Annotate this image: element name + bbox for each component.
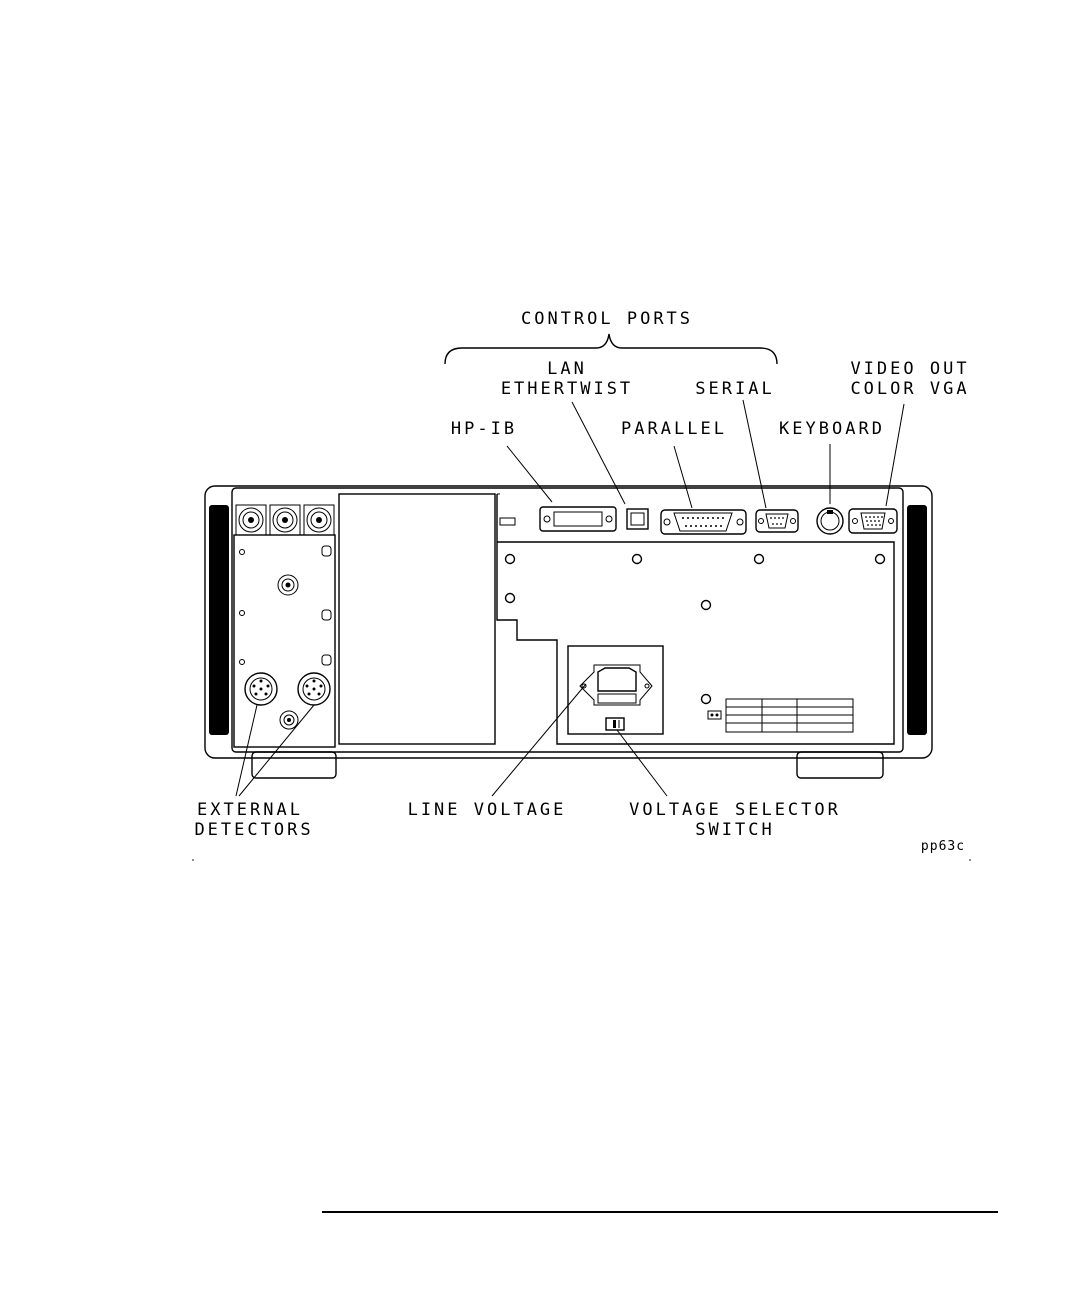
left-input-module — [234, 535, 335, 747]
label-keyboard: KEYBOARD — [779, 419, 885, 439]
bnc-connector-2 — [270, 505, 300, 535]
indicator-slot — [500, 518, 515, 525]
bnc-connector-mid — [278, 575, 298, 595]
hpib-connector — [540, 507, 616, 531]
panel-screws — [506, 555, 885, 704]
lan-connector — [627, 509, 648, 529]
control-ports-brace — [445, 334, 777, 364]
label-parallel: PARALLEL — [621, 419, 727, 439]
label-voltage-selector: VOLTAGE SELECTOR — [629, 800, 841, 820]
external-detector-connector-1 — [245, 673, 277, 705]
vga-connector — [849, 509, 897, 533]
label-color-vga: COLOR VGA — [850, 379, 969, 399]
label-serial: SERIAL — [695, 379, 774, 399]
serial-connector — [756, 510, 798, 532]
label-ethertwist: ETHERTWIST — [501, 379, 633, 399]
label-hpib: HP-IB — [451, 419, 517, 439]
label-switch: SWITCH — [695, 820, 774, 840]
external-detector-connector-2 — [298, 673, 330, 705]
voltage-selector-switch — [606, 718, 624, 730]
parallel-connector — [661, 510, 746, 534]
label-external: EXTERNAL — [197, 800, 303, 820]
blank-panel — [339, 494, 495, 744]
label-video-out: VIDEO OUT — [850, 359, 969, 379]
label-control-ports: CONTROL PORTS — [521, 309, 693, 329]
leader-lines — [236, 400, 904, 796]
bnc-connector-3 — [304, 505, 334, 535]
bnc-connector-bottom — [280, 711, 298, 729]
label-detectors: DETECTORS — [194, 820, 313, 840]
bnc-connector-1 — [236, 505, 266, 535]
label-lan: LAN — [547, 359, 587, 379]
keyboard-connector — [817, 508, 843, 534]
label-plate-table — [708, 699, 853, 732]
label-line-voltage: LINE VOLTAGE — [408, 800, 567, 820]
figure-id: pp63c — [921, 839, 965, 854]
